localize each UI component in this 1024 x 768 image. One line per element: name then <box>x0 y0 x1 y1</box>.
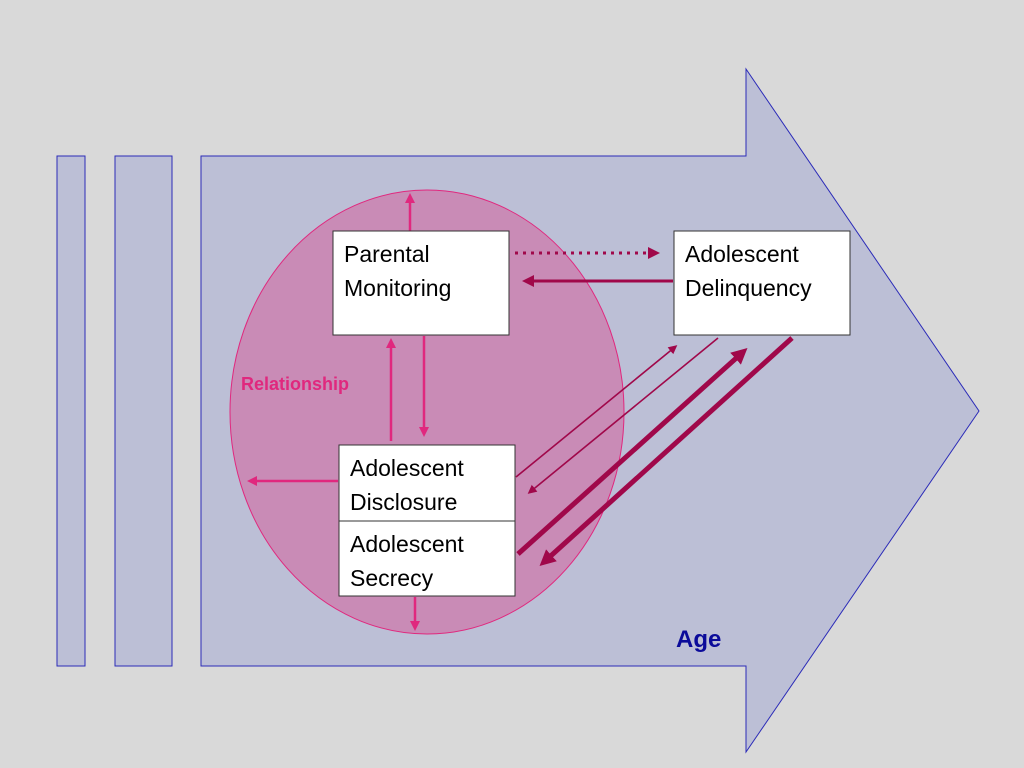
node-label-line2: Disclosure <box>350 489 457 515</box>
node-label-line2: Delinquency <box>685 275 812 301</box>
node-label-line1: Adolescent <box>350 455 464 481</box>
relationship-ellipse <box>229 189 625 635</box>
time-band-2 <box>114 155 173 667</box>
node-parental-monitoring: Parental Monitoring <box>332 230 510 336</box>
node-label-line2: Monitoring <box>344 275 451 301</box>
arrow-delinquency-to-secrecy <box>539 336 794 567</box>
node-label-line2: Secrecy <box>350 565 434 591</box>
node-adolescent-secrecy: Adolescent Secrecy <box>338 520 516 597</box>
node-label-line1: Parental <box>344 241 430 267</box>
arrow-disclosure-to-delinquency <box>515 345 678 478</box>
node-adolescent-delinquency: Adolescent Delinquency <box>673 230 851 336</box>
relationship-label: Relationship <box>241 374 349 394</box>
time-band-1 <box>56 155 86 667</box>
arrow-secrecy-to-delinquency <box>516 347 748 556</box>
node-adolescent-disclosure: Adolescent Disclosure <box>338 444 516 522</box>
node-label-line1: Adolescent <box>350 531 464 557</box>
node-label-line1: Adolescent <box>685 241 799 267</box>
arrow-delinquency-to-disclosure <box>527 337 719 494</box>
age-label: Age <box>676 626 721 653</box>
